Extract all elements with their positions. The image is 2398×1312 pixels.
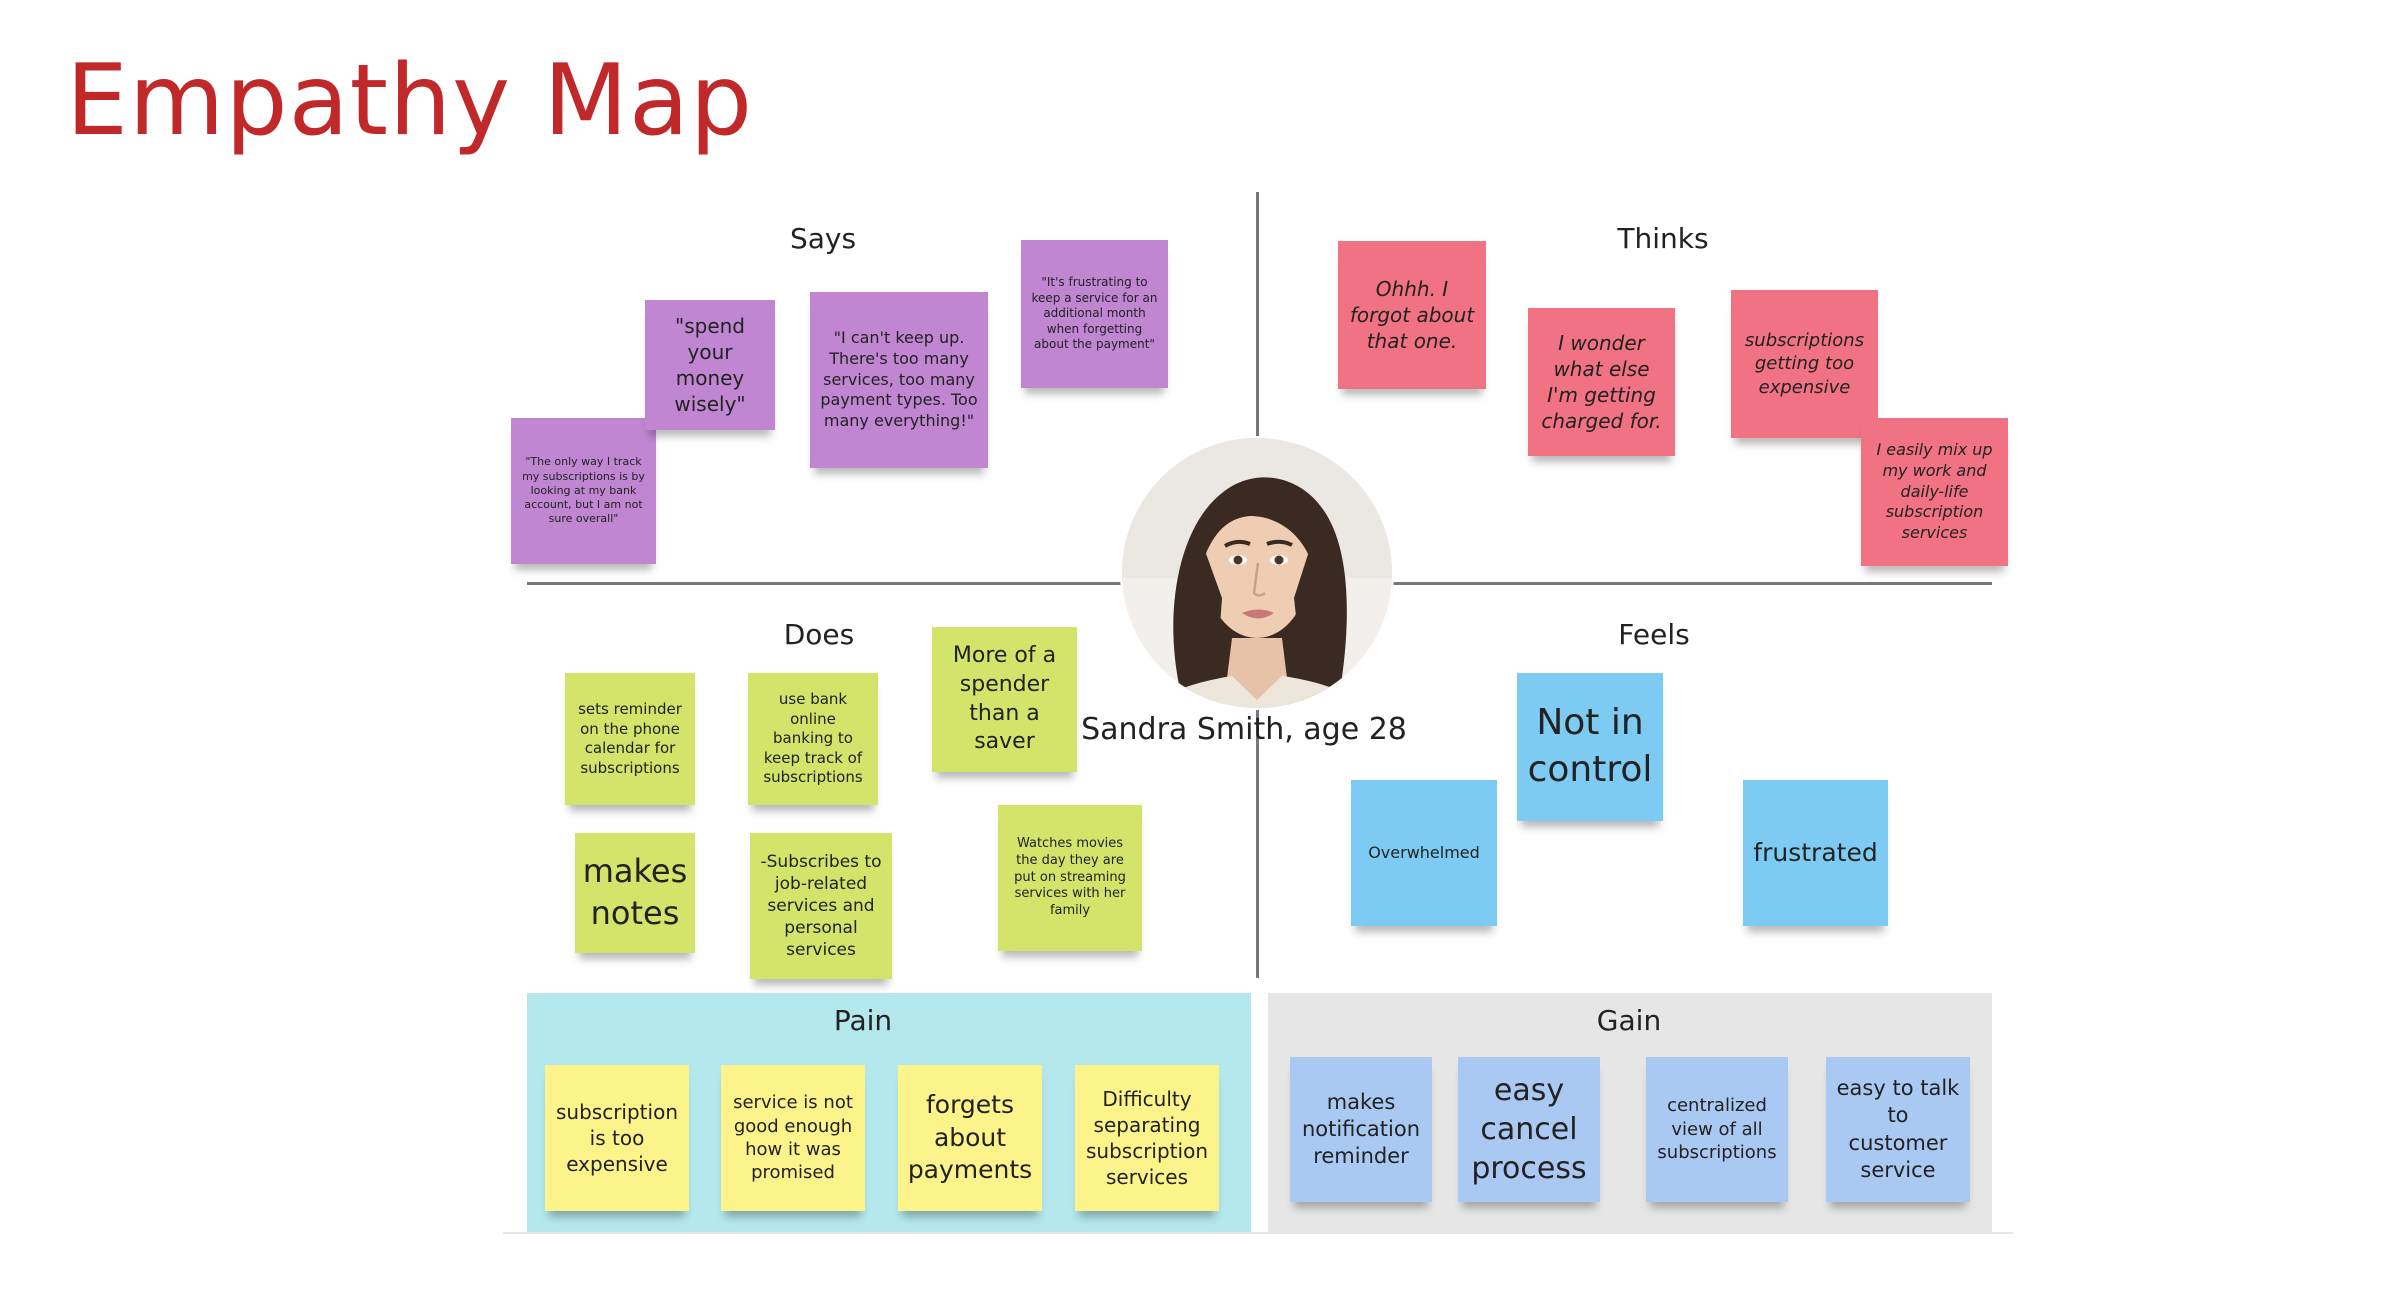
says-label: Says (789, 222, 857, 255)
says-note-text: "I can't keep up. There's too many servi… (820, 328, 978, 431)
thinks-note-text: Ohhh. I forgot about that one. (1349, 277, 1475, 353)
feels-note[interactable]: Not in control (1517, 673, 1663, 821)
pain-note-text: service is not good enough how it was pr… (733, 1092, 853, 1184)
says-note-text: "spend your money wisely" (674, 314, 746, 416)
feels-note[interactable]: frustrated (1743, 780, 1888, 926)
vertical-divider-bottom (1256, 708, 1259, 978)
bottom-divider (503, 1232, 2013, 1234)
does-note[interactable]: sets reminder on the phone calendar for … (565, 673, 695, 805)
thinks-note[interactable]: I easily mix up my work and daily-life s… (1861, 418, 2008, 566)
says-note[interactable]: "It's frustrating to keep a service for … (1021, 240, 1168, 388)
pain-note[interactable]: subscription is too expensive (545, 1065, 689, 1211)
says-note[interactable]: "The only way I track my subscriptions i… (511, 418, 656, 564)
gain-note-text: makes notification reminder (1301, 1089, 1421, 1169)
feels-note-text: Overwhelmed (1368, 842, 1480, 862)
does-note-text: More of a spender than a saver (952, 643, 1057, 755)
vertical-divider-top (1256, 192, 1259, 438)
does-note-text: use bank online banking to keep track of… (763, 690, 863, 787)
thinks-note-text: subscriptions getting too expensive (1744, 329, 1865, 398)
does-label: Does (783, 618, 855, 651)
gain-note-text: easy cancel process (1471, 1073, 1587, 1186)
portrait-image (1122, 438, 1392, 708)
pain-label: Pain (833, 1004, 893, 1037)
does-note[interactable]: makes notes (575, 833, 695, 953)
pain-note[interactable]: forgets about payments (898, 1065, 1042, 1211)
does-note[interactable]: use bank online banking to keep track of… (748, 673, 878, 805)
gain-note[interactable]: easy to talk to customer service (1826, 1057, 1970, 1202)
gain-note[interactable]: makes notification reminder (1290, 1057, 1432, 1202)
does-note-text: -Subscribes to job-related services and … (760, 851, 882, 961)
does-note[interactable]: More of a spender than a saver (932, 627, 1077, 772)
says-note[interactable]: "spend your money wisely" (645, 300, 775, 430)
thinks-note[interactable]: Ohhh. I forgot about that one. (1338, 241, 1486, 389)
persona-name: Sandra Smith, age 28 (1081, 712, 1407, 747)
pain-note-text: Difficulty separating subscription servi… (1086, 1087, 1208, 1189)
does-note-text: Watches movies the day they are put on s… (1014, 835, 1126, 919)
gain-note[interactable]: easy cancel process (1458, 1057, 1600, 1202)
does-note-text: makes notes (582, 852, 688, 932)
thinks-label: Thinks (1617, 222, 1709, 255)
gain-note-text: centralized view of all subscriptions (1657, 1095, 1777, 1164)
pain-note-text: subscription is too expensive (556, 1100, 678, 1176)
pain-note[interactable]: service is not good enough how it was pr… (721, 1065, 865, 1211)
thinks-note[interactable]: I wonder what else I'm getting charged f… (1528, 308, 1675, 456)
says-note-text: "It's frustrating to keep a service for … (1031, 275, 1158, 352)
says-note[interactable]: "I can't keep up. There's too many servi… (810, 292, 988, 468)
thinks-note-text: I easily mix up my work and daily-life s… (1876, 440, 1993, 543)
does-note[interactable]: Watches movies the day they are put on s… (998, 805, 1142, 951)
gain-label: Gain (1596, 1004, 1662, 1037)
feels-label: Feels (1618, 618, 1690, 651)
gain-note-text: easy to talk to customer service (1836, 1075, 1960, 1182)
page-title: Empathy Map (66, 44, 754, 158)
feels-note[interactable]: Overwhelmed (1351, 780, 1497, 926)
feels-note-text: frustrated (1753, 837, 1878, 867)
pain-note[interactable]: Difficulty separating subscription servi… (1075, 1065, 1219, 1211)
horizontal-divider-left (527, 582, 1123, 585)
says-note-text: "The only way I track my subscriptions i… (522, 455, 645, 526)
persona-avatar (1122, 438, 1392, 708)
thinks-note-text: I wonder what else I'm getting charged f… (1541, 331, 1662, 433)
thinks-note[interactable]: subscriptions getting too expensive (1731, 290, 1878, 438)
does-note-text: sets reminder on the phone calendar for … (578, 700, 682, 777)
horizontal-divider-right (1392, 582, 1992, 585)
pain-note-text: forgets about payments (907, 1090, 1033, 1185)
does-note[interactable]: -Subscribes to job-related services and … (750, 833, 892, 979)
feels-note-text: Not in control (1527, 702, 1653, 790)
gain-note[interactable]: centralized view of all subscriptions (1646, 1057, 1788, 1202)
